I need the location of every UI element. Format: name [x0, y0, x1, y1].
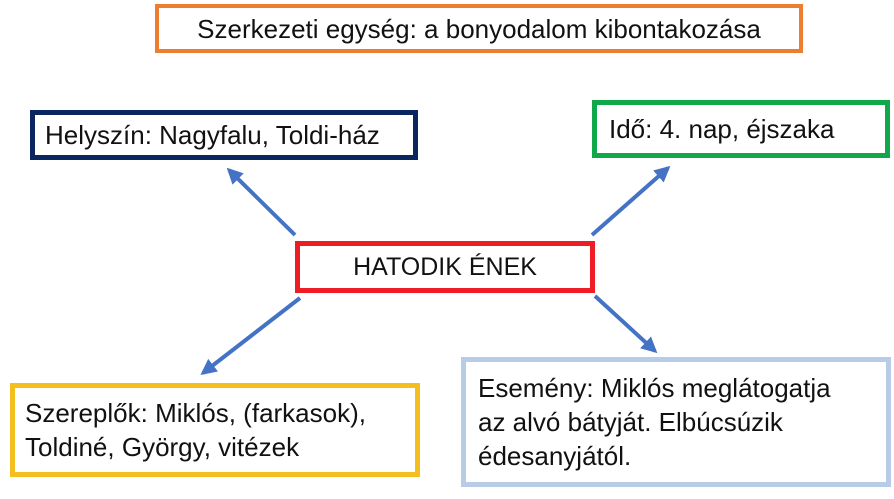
characters-line: Szereplők: Miklós, (farkasok),	[25, 398, 366, 428]
event-box: Esemény: Miklós meglátogatja az alvó bát…	[461, 357, 891, 487]
event-line: édesanyjától.	[478, 441, 632, 471]
arrow-to-event	[593, 294, 658, 354]
center-text: HATODIK ÉNEK	[353, 253, 537, 281]
title-text: Szerkezeti egység: a bonyodalom kibontak…	[197, 13, 761, 44]
place-box: Helyszín: Nagyfalu, Toldi-ház	[30, 110, 418, 160]
time-text: Idő: 4. nap, éjszaka	[609, 114, 835, 144]
characters-text: Szereplők: Miklós, (farkasok), Toldiné, …	[25, 396, 366, 464]
event-line: az alvó bátyját. Elbúcsúzik	[478, 407, 783, 437]
time-box: Idő: 4. nap, éjszaka	[592, 100, 890, 158]
arrow-to-place	[226, 167, 297, 237]
arrow-to-characters	[200, 296, 302, 375]
title-box: Szerkezeti egység: a bonyodalom kibontak…	[155, 4, 803, 53]
event-text: Esemény: Miklós meglátogatja az alvó bát…	[478, 371, 831, 473]
characters-box: Szereplők: Miklós, (farkasok), Toldiné, …	[10, 383, 420, 477]
arrow-to-time	[590, 165, 671, 237]
center-box: HATODIK ÉNEK	[295, 241, 595, 293]
place-text: Helyszín: Nagyfalu, Toldi-ház	[45, 120, 380, 150]
event-line: Esemény: Miklós meglátogatja	[478, 373, 831, 403]
characters-line: Toldiné, György, vitézek	[25, 432, 300, 462]
